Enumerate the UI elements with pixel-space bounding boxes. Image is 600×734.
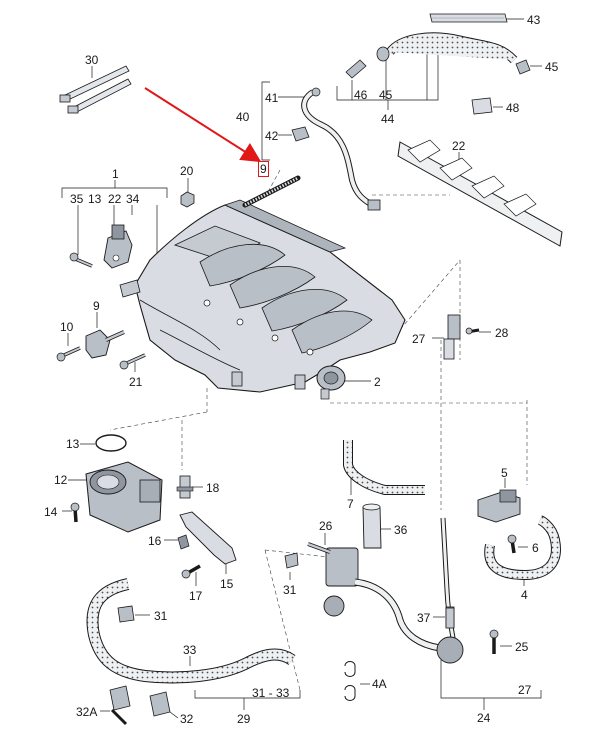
stud-37-icon xyxy=(445,607,455,629)
callout-26: 26 xyxy=(319,519,333,533)
callout-2: 2 xyxy=(374,375,381,389)
callout-32: 32 xyxy=(180,712,194,726)
clip-31-center-icon xyxy=(284,552,299,569)
callout-31-center: 31 xyxy=(283,583,297,597)
callout-17: 17 xyxy=(189,589,203,603)
callout-32a: 32A xyxy=(76,705,98,719)
bolt-25-icon xyxy=(489,629,499,654)
bolt-10-icon xyxy=(56,346,81,362)
sensor-34-icon xyxy=(103,224,133,269)
callout-37: 37 xyxy=(417,611,431,625)
callout-29: 29 xyxy=(237,712,251,726)
callout-9-highlighted: 9 xyxy=(258,161,269,177)
clip-31-left-icon xyxy=(117,605,135,623)
callout-33: 33 xyxy=(183,643,197,657)
callout-16: 16 xyxy=(148,534,162,548)
callout-1: 1 xyxy=(112,167,119,181)
breather-hose-40-icon xyxy=(291,87,381,211)
callout-12: 12 xyxy=(54,473,68,487)
hose-7-icon xyxy=(343,440,425,495)
callout-9: 9 xyxy=(93,299,100,313)
vent-hose-44-icon xyxy=(345,32,518,79)
clip-4a-icon xyxy=(344,661,356,701)
nut-20-icon xyxy=(180,191,195,208)
callout-6: 6 xyxy=(532,541,539,555)
callout-10: 10 xyxy=(60,320,74,334)
callout-44: 44 xyxy=(381,112,395,126)
hose-33-icon xyxy=(86,578,296,684)
callout-40: 40 xyxy=(236,110,250,124)
connector-27-icon xyxy=(443,314,480,360)
callout-31-33: 31 - 33 xyxy=(252,686,290,700)
callout-4a: 4A xyxy=(372,677,387,691)
intake-manifold-icon xyxy=(119,199,406,393)
callout-13: 13 xyxy=(88,192,102,206)
callout-46: 46 xyxy=(354,88,368,102)
callout-34: 34 xyxy=(126,192,140,206)
callout-21: 21 xyxy=(129,375,143,389)
callout-18: 18 xyxy=(206,481,220,495)
callout-45-center: 45 xyxy=(379,88,393,102)
callout-43: 43 xyxy=(527,13,541,27)
callout-36: 36 xyxy=(394,523,408,537)
bolt-21-icon xyxy=(119,353,146,370)
callout-5: 5 xyxy=(501,466,508,480)
callout-20: 20 xyxy=(180,164,194,178)
callout-27-upper: 27 xyxy=(412,332,426,346)
throttle-body-12-icon xyxy=(85,461,163,533)
bolt-35-icon xyxy=(69,252,93,268)
clip-48-icon xyxy=(471,97,493,115)
callout-41: 41 xyxy=(265,91,279,105)
callout-15: 15 xyxy=(220,577,234,591)
gasket-22-icon xyxy=(397,139,563,247)
callout-7: 7 xyxy=(347,497,354,511)
callout-28: 28 xyxy=(495,326,509,340)
o-ring-13-icon xyxy=(95,434,127,452)
valve-26-icon xyxy=(307,542,359,617)
callout-4: 4 xyxy=(521,588,528,602)
cap-45-icon xyxy=(515,59,531,75)
bolt-14-icon xyxy=(70,502,80,523)
bracket-15-icon xyxy=(177,511,237,579)
callout-42: 42 xyxy=(265,129,279,143)
highlight-arrow xyxy=(144,87,262,163)
sensor-9-icon xyxy=(85,329,125,359)
seal-strip-43-icon xyxy=(429,13,508,23)
callout-27-lower: 27 xyxy=(518,683,532,697)
callout-22-gasket: 22 xyxy=(452,139,466,153)
dashed-construction-lines xyxy=(109,169,528,691)
callout-13-oring: 13 xyxy=(66,437,80,451)
sleeve-36-icon xyxy=(362,503,382,549)
callout-31-left: 31 xyxy=(154,609,168,623)
callout-30: 30 xyxy=(85,53,99,67)
stud-18-icon xyxy=(176,475,194,499)
hose-4-icon xyxy=(484,515,561,581)
callout-25: 25 xyxy=(515,640,529,654)
sensor-5-icon xyxy=(477,489,521,523)
clip-32-icon xyxy=(149,691,171,717)
callout-22-sensor: 22 xyxy=(108,192,122,206)
cable-tie-30-icon xyxy=(59,65,132,114)
clip-32a-icon xyxy=(109,685,131,726)
callout-35: 35 xyxy=(70,192,84,206)
actuator-2-icon xyxy=(316,365,346,400)
callout-24: 24 xyxy=(477,711,491,725)
bolt-6-icon xyxy=(507,534,517,554)
callout-45-right: 45 xyxy=(545,60,559,74)
callout-48: 48 xyxy=(506,101,520,115)
stud-9-icon xyxy=(242,175,301,208)
leader-lines xyxy=(61,18,542,719)
callout-14: 14 xyxy=(44,505,58,519)
